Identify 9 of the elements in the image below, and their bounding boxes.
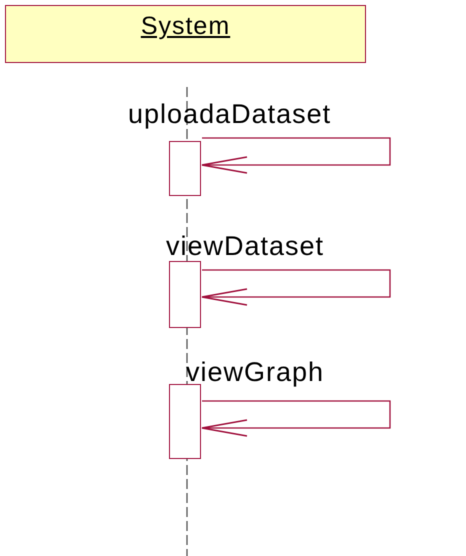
message-label: uploadaDataset	[128, 100, 332, 128]
activation-bar	[169, 261, 201, 328]
self-message-arrow	[201, 137, 391, 174]
message-label: viewGraph	[186, 358, 324, 386]
participant-box: System	[5, 5, 366, 63]
message-label: viewDataset	[166, 232, 324, 260]
self-message-arrow	[201, 269, 391, 306]
activation-bar	[169, 141, 201, 196]
self-message-arrow	[201, 400, 391, 437]
